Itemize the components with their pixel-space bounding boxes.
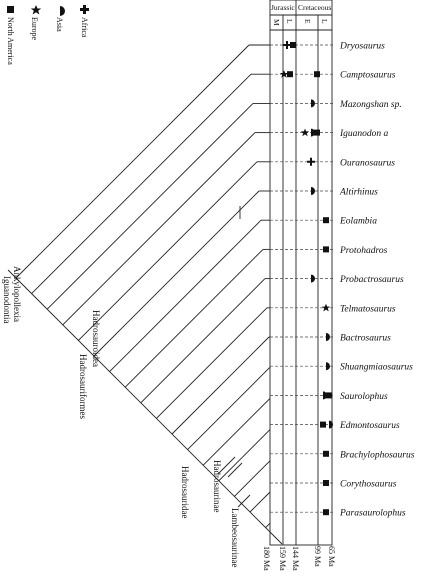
branch-line [124,249,264,388]
taxon-label: Iguanodon a [339,129,389,139]
clade-line [217,456,236,475]
square-icon [323,217,329,224]
taxon-label: Protohadros [339,246,388,256]
clade-label-ankylopollexia: Ankylopollexia [12,266,22,322]
taxon-label: Telmatosaurus [340,304,396,314]
branch-line [187,366,271,450]
epoch-label: L [285,19,294,24]
period-label-cretaceous: Cretaceous [298,3,331,12]
square-icon [323,509,329,516]
square-icon [287,71,293,78]
time-tick-label: 99 Ma [313,546,322,567]
branch-line [78,161,258,341]
branch-line [46,103,254,310]
cross-icon [80,5,89,14]
clade-label-hadrosauridae: Hadrosauridae [180,466,190,518]
legend-label: North America [6,17,15,65]
branch-line [218,429,271,482]
star-icon [30,5,42,15]
cladogram-tree [7,44,283,545]
taxon-label: Corythosaurus [340,480,397,490]
clade-label-hadrosaurinae: Hadrosaurinae [212,460,222,512]
legend-item-north-america: North America [6,6,15,65]
cross-icon [307,157,315,166]
branch-line [31,73,252,294]
legend-label: Africa [80,17,89,38]
taxon-label: Dryosaurus [339,42,385,52]
branch-line [15,44,250,279]
period-label-jurassic: Jurassic [271,3,295,12]
branch-line [156,307,268,419]
square-icon [314,129,320,136]
clade-label-hadrosauriformes: Hadrosauriformes [78,354,88,419]
epoch-label: M [272,19,281,26]
legend-label: Asia [55,17,64,32]
branch-line [93,190,260,357]
square-icon [320,421,326,428]
cross-icon [283,41,291,49]
taxon-label: Probactrosaurus [339,275,404,285]
chart-frame [269,0,333,546]
time-tick-label: 159 Ma [278,546,287,571]
clade-line [237,494,251,508]
half-circle-icon [311,187,315,195]
legend-label: Europe [30,17,39,41]
taxon-label: Mazongshan sp. [339,100,402,110]
taxon-label: Altirhinus [339,188,378,198]
epoch-label: L [320,19,329,24]
square-icon [323,480,329,486]
time-tick-label: 144 Ma [291,546,300,571]
taxon-label: Saurolophus [340,392,388,402]
half-circle-icon [329,420,333,429]
star-icon [321,303,331,312]
square-icon [323,450,329,457]
square-icon [323,246,329,253]
square-icon [290,42,296,48]
legend: Africa Asia Europe North America [6,5,89,65]
branch-line [109,219,262,372]
taxon-label: Camptosaurus [340,71,396,81]
legend-item-asia: Asia [55,6,65,32]
branch-line [62,132,256,326]
legend-item-europe: Europe [30,5,42,41]
taxon-label: Shuangmiaosaurus [340,363,413,373]
clade-label-lambeosaurinae: Lambeosaurinae [230,508,240,567]
taxon-label: Parasaurolophus [339,509,406,519]
branch-line [140,278,266,404]
branch-line [171,336,270,435]
branch-line [202,398,271,466]
half-circle-icon [326,362,330,371]
half-circle-icon [311,274,315,283]
legend-item-africa: Africa [80,5,89,38]
time-chart: Jurassic Cretaceous M L E L [269,0,334,546]
taxon-label: Bactrosaurus [340,334,391,344]
square-icon [7,6,14,13]
clade-line [227,462,243,478]
time-tick-label: 180 Ma [262,546,271,571]
branch-line [249,491,271,513]
time-axis: 180 Ma 159 Ma 144 Ma 99 Ma 65 Ma [262,546,336,571]
star-icon [300,128,310,137]
clade-label-iguanodontia: Iguanodontia [2,276,12,324]
square-icon [314,71,320,78]
taxon-label: Edmontosaurus [339,421,400,431]
half-circle-icon [326,333,330,341]
branch-line [234,460,271,497]
half-circle-icon [311,99,315,108]
branch-line [265,522,271,528]
square-icon [326,392,332,399]
clade-label-hadrosauroidea: Hadrosauroidea [91,310,101,367]
taxon-label: Ouranosaurus [340,158,395,168]
half-circle-icon [60,6,65,16]
time-tick-label: 65 Ma [327,546,336,567]
epoch-label: E [303,19,312,24]
taxon-label: Eolambia [339,217,377,227]
taxon-label: Brachylophosaurus [340,450,415,460]
stem-line [7,269,283,545]
star-icon [279,70,289,78]
clade-labels: Iguanodontia Ankylopollexia Hadrosaurifo… [2,266,240,567]
